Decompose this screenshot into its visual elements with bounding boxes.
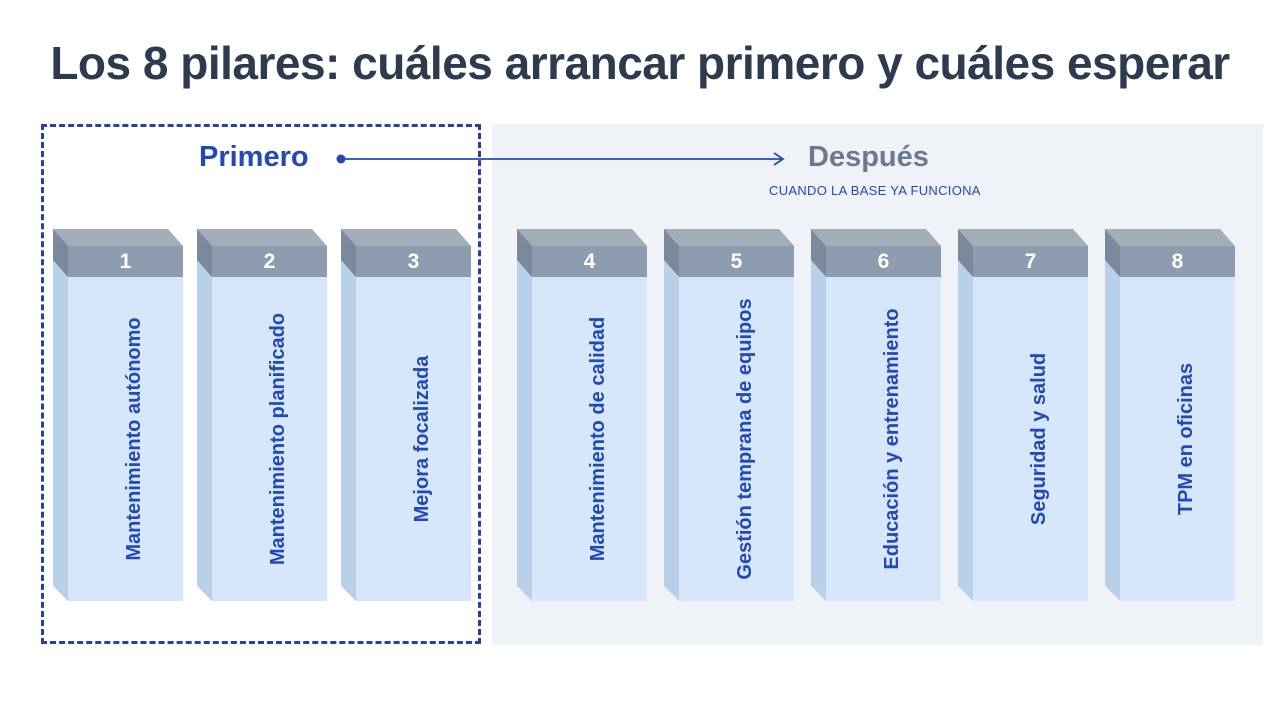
pillar-name: Mejora focalizada	[411, 355, 434, 523]
later-group-label: Después	[808, 141, 929, 173]
pillar-number: 7	[1024, 250, 1037, 273]
first-group-box	[41, 124, 481, 644]
later-group-subtitle: CUANDO LA BASE YA FUNCIONA	[769, 183, 981, 198]
pillar-6: 6 Educación y entrenamiento	[811, 229, 941, 601]
pillar-5: 5 Gestión temprana de equipos	[664, 229, 794, 601]
pillar-number: 1	[119, 250, 132, 273]
pillar-1: 1 Mantenimiento autónomo	[53, 229, 183, 601]
pillar-name: Gestión temprana de equipos	[734, 298, 757, 580]
pillar-number: 5	[730, 250, 743, 273]
pillar-name: Seguridad y salud	[1028, 352, 1051, 526]
pillar-4: 4 Mantenimiento de calidad	[517, 229, 647, 601]
pillar-name: Mantenimiento planificado	[267, 312, 290, 566]
pillar-name: Mantenimiento autónomo	[123, 317, 146, 561]
pillar-7: 7 Seguridad y salud	[958, 229, 1088, 601]
pillar-name: TPM en oficinas	[1175, 362, 1198, 516]
pillar-3: 3 Mejora focalizada	[341, 229, 471, 601]
pillar-name: Mantenimiento de calidad	[587, 316, 610, 562]
pillar-8: 8 TPM en oficinas	[1105, 229, 1235, 601]
pillar-number: 4	[583, 250, 596, 273]
pillar-number: 6	[877, 250, 890, 273]
pillar-number: 2	[263, 250, 276, 273]
pillar-number: 8	[1171, 250, 1184, 273]
pillar-number: 3	[407, 250, 420, 273]
pillar-name: Educación y entrenamiento	[881, 308, 904, 570]
pillar-2: 2 Mantenimiento planificado	[197, 229, 327, 601]
progression-arrow	[336, 152, 785, 166]
first-group-label: Primero	[199, 141, 309, 173]
page-title: Los 8 pilares: cuáles arrancar primero y…	[50, 37, 1230, 89]
